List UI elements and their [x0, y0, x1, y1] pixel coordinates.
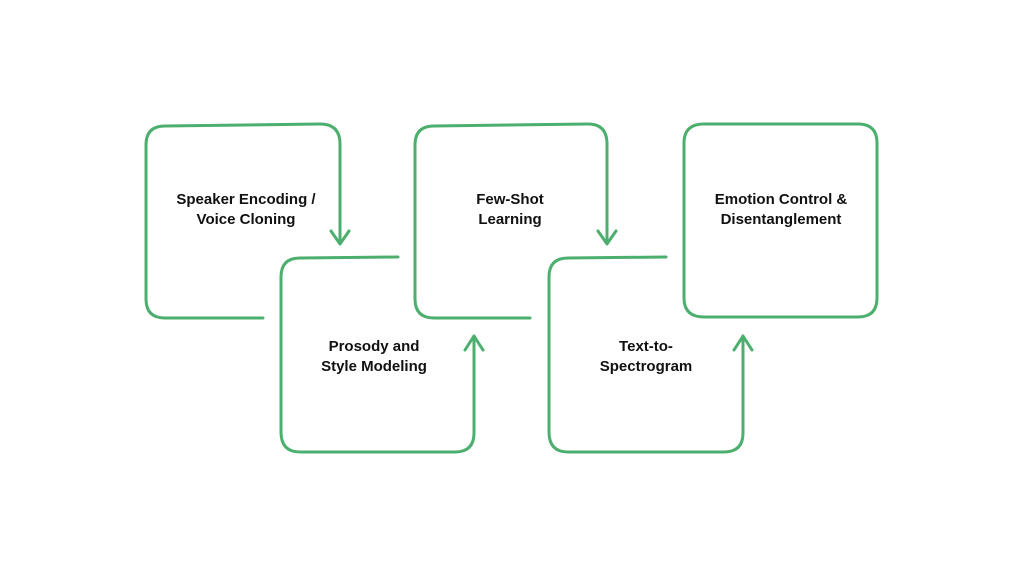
step-4-outline: [547, 255, 745, 454]
step-4-box: [547, 255, 754, 454]
step-3-arrowhead-icon: [596, 229, 618, 246]
step-2-arrowhead-icon: [463, 334, 485, 352]
step-4-arrowhead-icon: [732, 334, 754, 352]
step-3-outline: [413, 122, 609, 320]
step-1-label: Speaker Encoding / Voice Cloning: [146, 190, 346, 230]
step-1-box: [144, 122, 351, 320]
step-3-box: [413, 122, 618, 320]
step-1-label-line-1: Speaker Encoding /: [176, 191, 316, 208]
step-2-label: Prosody and Style Modeling: [274, 337, 474, 377]
step-2-outline: [279, 255, 476, 454]
step-1-label-line-2: Voice Cloning: [196, 211, 296, 228]
step-4-label: Text-to- Spectrogram: [546, 337, 746, 377]
step-1-arrowhead-icon: [329, 229, 351, 246]
step-5-label: Emotion Control & Disentanglement: [681, 190, 881, 230]
step-3-label-line-2: Learning: [478, 211, 542, 228]
step-5-label-line-2: Disentanglement: [720, 211, 842, 228]
step-2-box: [279, 255, 485, 454]
step-5-outline: [682, 122, 879, 319]
step-1-outline: [144, 122, 342, 320]
step-3-label-line-1: Few-Shot: [476, 191, 544, 208]
step-2-label-line-1: Prosody and: [328, 338, 420, 355]
step-5-label-line-1: Emotion Control &: [714, 191, 848, 208]
step-2-label-line-2: Style Modeling: [321, 358, 427, 375]
step-4-label-line-2: Spectrogram: [599, 358, 693, 375]
step-3-label: Few-Shot Learning: [410, 190, 610, 230]
step-5-box: [682, 122, 879, 319]
step-4-label-line-1: Text-to-: [619, 338, 673, 355]
